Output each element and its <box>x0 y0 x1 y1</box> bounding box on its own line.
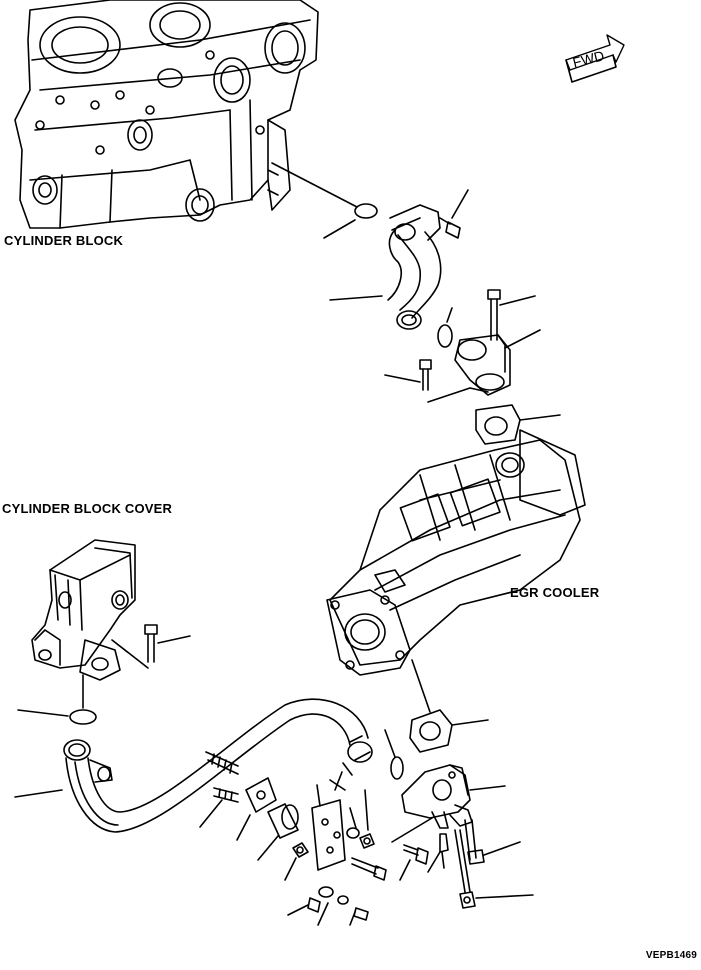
o-ring-1 <box>355 204 377 218</box>
o-ring-3 <box>391 757 403 779</box>
egr-valve-bracket <box>402 765 472 828</box>
callout-nuts <box>350 790 368 830</box>
bolt-7 <box>440 834 448 868</box>
nut-2 <box>360 834 374 848</box>
callout-nut-1 <box>285 858 296 880</box>
cylinder-block-cover-label: CYLINDER BLOCK COVER <box>2 501 173 516</box>
callout-bolt-8 <box>484 842 520 855</box>
callout-bracket <box>470 786 505 790</box>
bolt-5 <box>352 858 386 880</box>
callout-pipe <box>330 296 382 300</box>
leader-cover <box>112 640 148 668</box>
callout-stud <box>200 800 222 827</box>
callout-bracket-2 <box>392 818 432 842</box>
egr-pipe <box>64 699 372 832</box>
elbow-connector <box>455 335 510 395</box>
callout-gasket <box>447 308 452 322</box>
callout-bolt-4 <box>158 636 190 643</box>
bolt-3 <box>420 360 431 390</box>
washer-1 <box>347 828 359 838</box>
gasket-small <box>438 325 452 347</box>
callout-oring-2 <box>18 710 68 716</box>
callout-gasket-lower <box>452 720 488 725</box>
callout-collar <box>258 836 278 860</box>
cylinder-block-cover <box>32 540 135 680</box>
connector-pipe <box>388 205 441 329</box>
drawing-code: VEPB1469 <box>645 950 697 961</box>
leader-bracket <box>317 785 320 806</box>
callout-lines <box>428 388 488 402</box>
callout-clamps <box>288 903 355 925</box>
leader-oring-3 <box>385 730 395 757</box>
gasket-upper <box>476 405 520 444</box>
callout-bolt-1 <box>452 190 468 218</box>
bolt-8 <box>465 820 484 864</box>
bolt-1 <box>440 218 460 238</box>
collar <box>268 804 298 838</box>
bolt-6 <box>404 845 428 864</box>
leader-oring-1 <box>272 163 357 207</box>
gasket-lower <box>410 710 452 752</box>
stud-2 <box>214 788 238 802</box>
callout-pipe-lower <box>15 790 62 797</box>
callout-elbow <box>505 330 540 348</box>
stud-1 <box>206 752 238 774</box>
callout-gasket-upper <box>520 415 560 420</box>
cylinder-block <box>15 0 318 228</box>
callout-bolt-2 <box>500 296 535 305</box>
leader-egr <box>412 660 430 712</box>
fwd-arrow-icon <box>566 35 624 82</box>
gasket-plate-small <box>246 778 276 812</box>
egr-cooler-label: EGR COOLER <box>510 585 600 600</box>
callout-bolt-3 <box>385 375 420 382</box>
o-ring-2 <box>70 710 96 724</box>
callout-bolt-6 <box>400 860 410 880</box>
callout-line <box>324 220 355 238</box>
nut-1 <box>293 843 308 857</box>
callout-bolt-9 <box>476 895 533 898</box>
bracket-plate <box>312 800 345 870</box>
bolt-2 <box>488 290 500 340</box>
leader-clamp <box>343 763 352 775</box>
egr-cooler <box>327 430 585 675</box>
bolt-9 <box>455 830 475 908</box>
callout-bolt-7 <box>428 852 440 872</box>
bolt-4 <box>145 625 157 662</box>
cylinder-block-label: CYLINDER BLOCK <box>4 233 124 248</box>
clamp-parts <box>308 887 368 920</box>
callout-plate <box>237 815 250 840</box>
